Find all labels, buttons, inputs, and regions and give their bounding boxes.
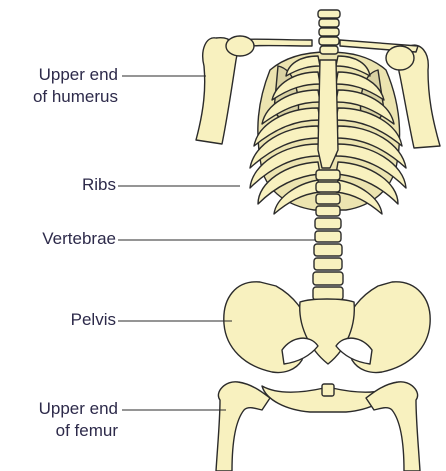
lumbar-vertebrae bbox=[313, 170, 343, 300]
left-shoulder-joint bbox=[226, 36, 254, 56]
left-femur bbox=[216, 382, 270, 471]
cervical-vertebrae bbox=[318, 10, 340, 54]
sternum bbox=[318, 60, 338, 168]
pubic-symphysis bbox=[322, 384, 334, 396]
right-shoulder-joint bbox=[386, 46, 414, 70]
right-femur bbox=[366, 382, 420, 471]
